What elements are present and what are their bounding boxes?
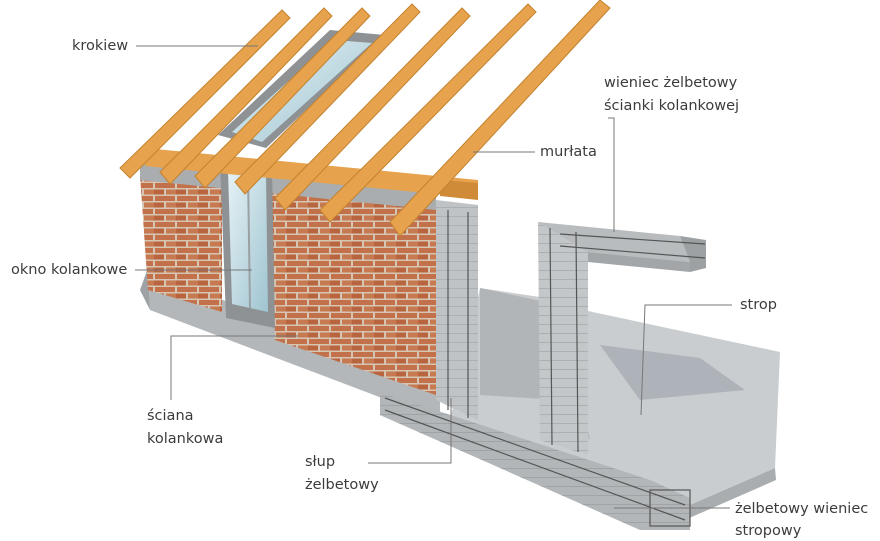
label-wieniec-scianki-line2: ścianki kolankowej bbox=[604, 98, 740, 114]
label-wieniec-scianki-line1: wieniec żelbetowy bbox=[604, 75, 738, 91]
label-okno-kolankowe: okno kolankowe bbox=[11, 262, 128, 278]
slab-ring-beam bbox=[380, 392, 691, 530]
leader-lines bbox=[135, 45, 732, 509]
knee-window bbox=[220, 160, 275, 328]
label-sciana-line1: ściana bbox=[147, 408, 194, 424]
column-and-ring-beam bbox=[538, 222, 706, 455]
rafters bbox=[119, 0, 611, 237]
label-slup-line2: żelbetowy bbox=[305, 477, 379, 493]
label-sciana-line2: kolankowa bbox=[147, 431, 224, 447]
leader-slup bbox=[368, 398, 452, 464]
label-wieniec-stropowy-line2: stropowy bbox=[735, 523, 802, 539]
label-strop: strop bbox=[740, 297, 777, 313]
wall-column bbox=[436, 200, 478, 420]
leader-sciana bbox=[170, 335, 298, 400]
label-slup-line1: słup bbox=[305, 454, 336, 470]
label-wieniec-stropowy-line1: żelbetowy wieniec bbox=[735, 501, 869, 517]
leader-strop bbox=[640, 304, 732, 416]
leader-wieniec-scianki bbox=[608, 117, 615, 232]
label-krokiew: krokiew bbox=[72, 38, 129, 54]
label-murlata: murłata bbox=[540, 144, 597, 160]
